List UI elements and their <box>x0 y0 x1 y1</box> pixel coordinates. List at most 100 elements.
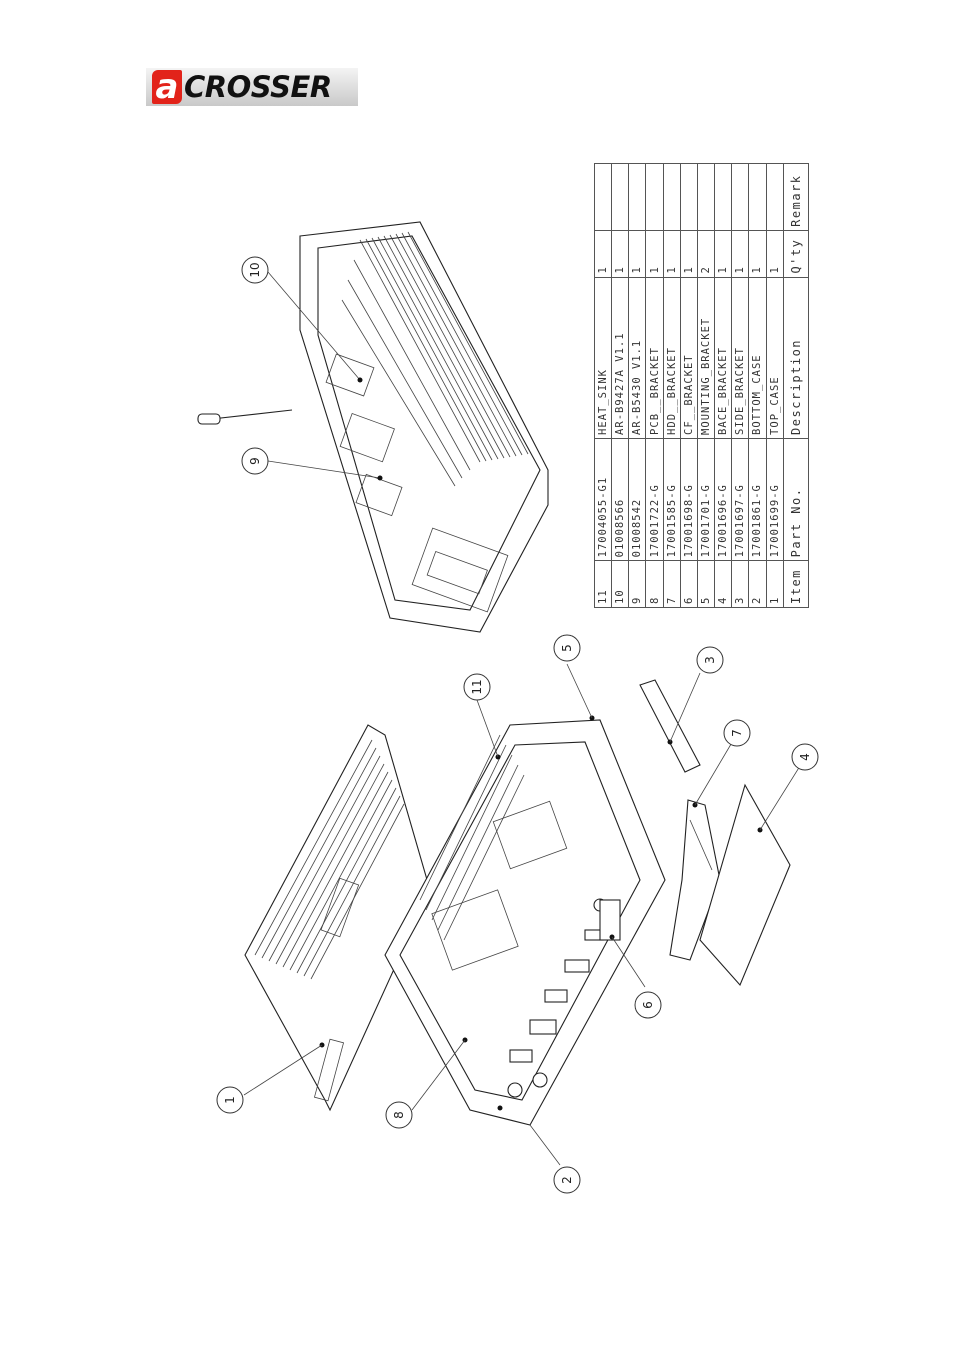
upper-assembly <box>197 221 549 633</box>
cell-item: 1 <box>766 560 784 608</box>
svg-text:1: 1 <box>223 1096 237 1104</box>
table-row: 3 17001697-G SIDE_BRACKET 1 <box>731 163 749 608</box>
cell-description: AR-B9427A V1.1 <box>611 277 629 439</box>
cell-part-no: 17001585-G <box>663 438 681 561</box>
cell-qty: 1 <box>731 230 749 278</box>
cell-remark <box>611 163 629 231</box>
cell-description: PCB__BRACKET <box>645 277 664 439</box>
svg-text:8: 8 <box>392 1111 406 1119</box>
table-row: 11 17004055-G1 HEAT_SINK 1 <box>594 163 612 608</box>
cell-part-no: 17001699-G <box>766 438 784 561</box>
base-bracket <box>699 757 806 987</box>
svg-text:9: 9 <box>248 457 262 465</box>
table-row: 9 01008542 AR-B5430 V1.1 1 <box>628 163 646 608</box>
heat-sink-fins <box>341 231 529 487</box>
cell-description: AR-B5430 V1.1 <box>628 277 646 439</box>
cell-part-no: 17001698-G <box>680 438 698 561</box>
table-row: 5 17001701-G MOUNTING_BRACKET 2 <box>697 163 715 608</box>
bottom-case <box>384 663 666 1166</box>
header-item: Item <box>783 560 809 608</box>
cell-description: CF__BRACKET <box>680 277 698 439</box>
cell-item: 6 <box>680 560 698 608</box>
header-description: Description <box>783 277 809 439</box>
cell-item: 9 <box>628 560 646 608</box>
logo-text: CROSSER <box>184 70 332 104</box>
table-row: 4 17001696-G BACE_BRACKET 1 <box>714 163 732 608</box>
balloon-9: 9 <box>241 447 269 475</box>
cell-description: TOP_CASE <box>766 277 784 439</box>
cell-part-no: 17004055-G1 <box>594 438 612 561</box>
balloon-1: 1 <box>216 1086 244 1114</box>
balloon-7: 7 <box>723 719 751 747</box>
cell-part-no: 17001697-G <box>731 438 749 561</box>
cell-remark <box>680 163 698 231</box>
chassis-fins <box>419 734 525 941</box>
hdd-bracket <box>669 733 738 961</box>
cell-description: BOTTOM_CASE <box>748 277 767 439</box>
table-header-row: Item Part No. Description Q'ty Remark <box>783 163 809 608</box>
table-row: 8 17001722-G PCB__BRACKET 1 <box>645 163 664 608</box>
logo-letter: a <box>152 70 182 104</box>
balloon-6: 6 <box>634 991 662 1019</box>
acrosser-logo: a CROSSER <box>146 68 358 106</box>
cell-part-no: 01008542 <box>628 438 646 561</box>
svg-text:3: 3 <box>703 656 717 664</box>
svg-text:2: 2 <box>560 1176 574 1184</box>
cell-remark <box>714 163 732 231</box>
cell-qty: 1 <box>766 230 784 278</box>
io-ports <box>507 898 621 1098</box>
cell-item: 2 <box>748 560 767 608</box>
cell-item: 3 <box>731 560 749 608</box>
cell-item: 11 <box>594 560 612 608</box>
header-qty: Q'ty <box>783 230 809 278</box>
balloon-8: 8 <box>385 1101 413 1129</box>
balloon-5: 5 <box>553 634 581 662</box>
svg-text:5: 5 <box>560 644 574 652</box>
table-row: 2 17001861-G BOTTOM_CASE 1 <box>748 163 767 608</box>
cell-description: SIDE_BRACKET <box>731 277 749 439</box>
cell-item: 4 <box>714 560 732 608</box>
balloon-11: 11 <box>463 673 491 701</box>
cell-remark <box>663 163 681 231</box>
cell-item: 10 <box>611 560 629 608</box>
cell-qty: 1 <box>714 230 732 278</box>
balloon-2: 2 <box>553 1166 581 1194</box>
parts-table: 11 17004055-G1 HEAT_SINK 1 10 01008566 A… <box>594 163 809 608</box>
side-bracket <box>639 672 701 773</box>
table-row: 10 01008566 AR-B9427A V1.1 1 <box>611 163 629 608</box>
cell-qty: 1 <box>645 230 664 278</box>
top-case-vents <box>254 739 405 980</box>
table-row: 6 17001698-G CF__BRACKET 1 <box>680 163 698 608</box>
cell-description: MOUNTING_BRACKET <box>697 277 715 439</box>
svg-text:11: 11 <box>470 679 484 694</box>
balloon-10: 10 <box>241 256 269 284</box>
balloon-3: 3 <box>696 646 724 674</box>
cell-qty: 2 <box>697 230 715 278</box>
cell-remark <box>766 163 784 231</box>
cell-qty: 1 <box>748 230 767 278</box>
cell-qty: 1 <box>663 230 681 278</box>
cell-description: HEAT_SINK <box>594 277 612 439</box>
cell-qty: 1 <box>680 230 698 278</box>
cell-qty: 1 <box>611 230 629 278</box>
cell-description: HDD__BRACKET <box>663 277 681 439</box>
table-row: 1 17001699-G TOP_CASE 1 <box>766 163 784 608</box>
header-remark: Remark <box>783 163 809 231</box>
cell-remark <box>748 163 767 231</box>
svg-text:4: 4 <box>798 753 812 761</box>
cell-remark <box>628 163 646 231</box>
cell-part-no: 01008566 <box>611 438 629 561</box>
parts-table-grid: 11 17004055-G1 HEAT_SINK 1 10 01008566 A… <box>594 163 809 608</box>
cell-part-no: 17001722-G <box>645 438 664 561</box>
cell-item: 8 <box>645 560 664 608</box>
header-part-no: Part No. <box>783 438 809 561</box>
cell-remark <box>594 163 612 231</box>
cell-part-no: 17001861-G <box>748 438 767 561</box>
cell-remark <box>731 163 749 231</box>
cell-qty: 1 <box>594 230 612 278</box>
svg-text:6: 6 <box>641 1001 655 1009</box>
svg-text:7: 7 <box>730 729 744 737</box>
cell-part-no: 17001701-G <box>697 438 715 561</box>
cell-remark <box>645 163 664 231</box>
